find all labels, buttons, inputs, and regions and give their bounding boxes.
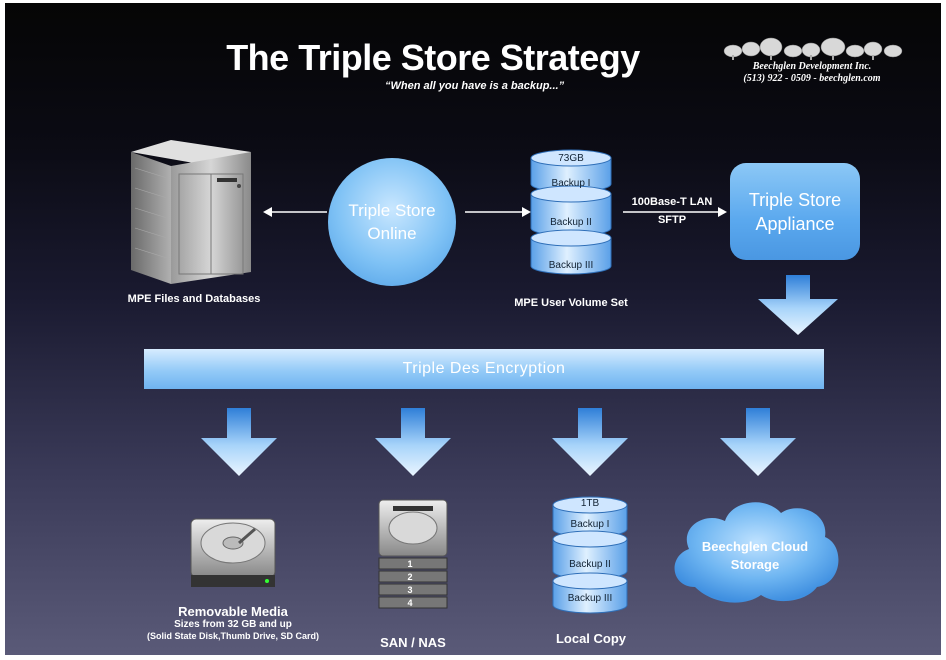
removable-sizes: Sizes from 32 GB and up	[174, 619, 292, 630]
slide: The Triple Store Strategy “When all you …	[5, 3, 941, 655]
encryption-bar: Triple Des Encryption	[144, 349, 824, 389]
volume-set-label: MPE User Volume Set	[514, 297, 628, 309]
db-backup-2: Backup II	[569, 559, 611, 570]
down-arrow-icon	[201, 408, 277, 476]
database-icon	[552, 496, 628, 614]
company-name: Beechglen Development Inc.	[752, 61, 872, 72]
db-backup-1: Backup I	[570, 519, 610, 530]
company-info: Beechglen Development Inc. (513) 922 - 0…	[717, 61, 907, 85]
triple-store-online: Triple Store Online	[328, 158, 456, 286]
db-capacity: 1TB	[580, 498, 600, 509]
arrow-left-icon	[263, 207, 327, 217]
san-icon	[378, 499, 448, 609]
db-capacity: 73GB	[558, 153, 584, 164]
company-contact: (513) 922 - 0509 - beechglen.com	[743, 73, 881, 84]
appliance-label: Triple Store Appliance	[748, 189, 842, 234]
lan-protocol: SFTP	[657, 214, 687, 226]
removable-label: Removable Media	[178, 604, 288, 619]
cloud-label: Beechglen Cloud Storage	[701, 539, 809, 572]
down-arrow-icon	[720, 408, 796, 476]
down-arrow-icon	[758, 275, 838, 335]
page-title: The Triple Store Strategy	[5, 37, 941, 79]
san-drive-number: 4	[407, 598, 413, 608]
lan-label: 100Base-T LAN	[631, 196, 713, 208]
cloud-icon	[674, 502, 839, 603]
local-copy-label: Local Copy	[555, 631, 627, 646]
database-icon	[530, 149, 612, 275]
removable-examples: (Solid State Disk,Thumb Drive, SD Card)	[146, 631, 320, 641]
down-arrow-icon	[552, 408, 628, 476]
db-backup-1: Backup I	[551, 178, 591, 189]
arrow-right-icon	[623, 207, 727, 217]
san-drive-number: 1	[407, 559, 413, 569]
local-copy-database: 1TB Backup I Backup II Backup III	[550, 495, 630, 617]
triple-store-online-label: Triple Store Online	[348, 201, 436, 243]
volume-set-database: 73GB Backup I Backup II Backup III	[528, 148, 614, 280]
down-arrow-icon	[375, 408, 451, 476]
san-drive-number: 3	[407, 585, 413, 595]
server-icon	[131, 140, 251, 284]
db-backup-3: Backup III	[567, 593, 613, 604]
subtitle: “When all you have is a backup...”	[385, 80, 565, 92]
san-drive-number: 2	[407, 572, 413, 582]
san-label: SAN / NAS	[380, 635, 446, 650]
arrow-right-icon	[465, 207, 531, 217]
page-title-text: The Triple Store Strategy	[226, 37, 640, 78]
db-backup-2: Backup II	[550, 217, 592, 228]
db-backup-3: Backup III	[548, 260, 594, 271]
server-label: MPE Files and Databases	[127, 293, 261, 305]
san-drive-numbers: 1 2 3 4	[403, 558, 417, 610]
triple-store-appliance: Triple Store Appliance	[730, 163, 860, 260]
hard-drive-icon	[190, 518, 276, 587]
tree-logo	[723, 37, 903, 60]
